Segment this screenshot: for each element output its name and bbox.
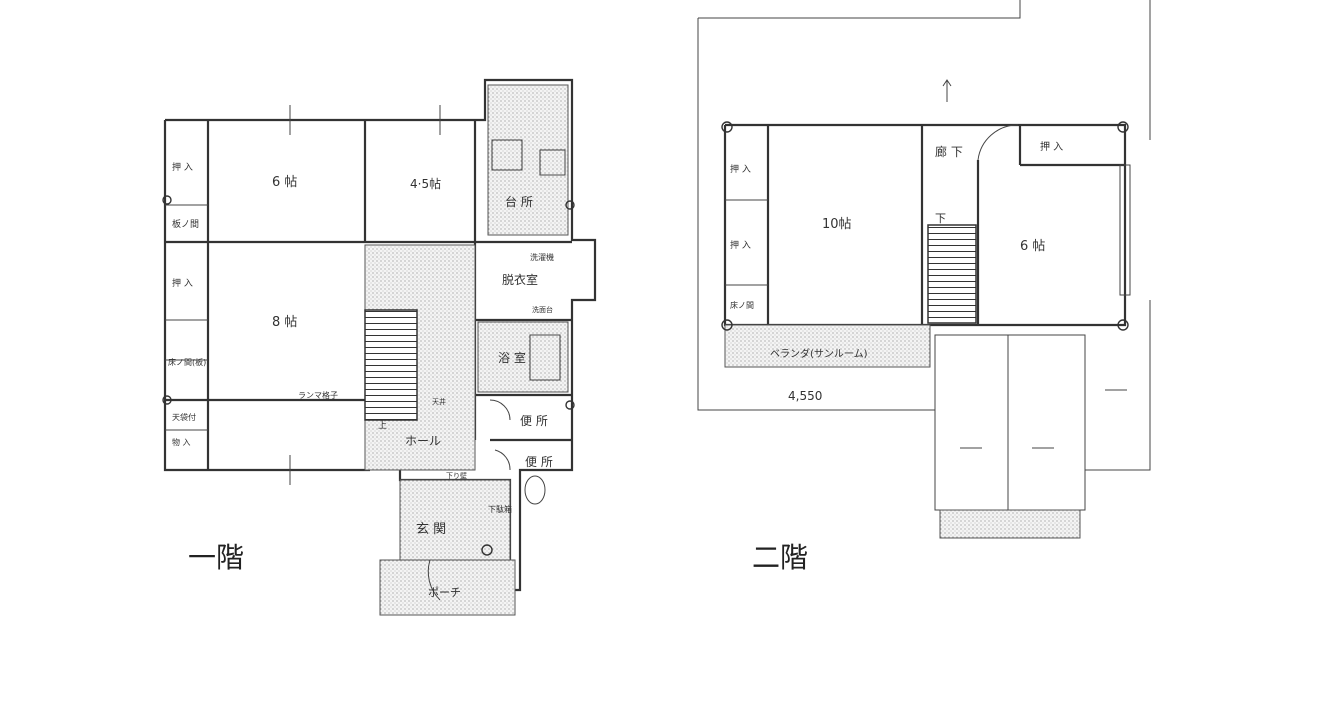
floor2-plan xyxy=(697,0,1151,539)
f2-dimension: 4,550 xyxy=(788,389,822,403)
f2-stairs-down: 下 xyxy=(935,212,946,225)
f2-closet-3: 押 入 xyxy=(730,239,751,251)
f1-storage: 物 入 xyxy=(172,437,191,447)
f1-washer: 洗濯機 xyxy=(530,252,554,262)
f2-closet-2: 押 入 xyxy=(730,163,751,175)
f1-entrance: 玄 関 xyxy=(416,522,446,537)
f2-tokonoma: 床ノ間 xyxy=(730,300,754,310)
f1-hanging-wall: 下り壁 xyxy=(446,471,467,480)
f2-closet-1: 押 入 xyxy=(1040,140,1063,153)
f1-ceiling: 天井 xyxy=(432,397,446,406)
f1-itanoma: 板ノ間 xyxy=(172,218,199,230)
f1-kitchen: 台 所 xyxy=(505,194,533,209)
f2-room-10jo: 10帖 xyxy=(822,217,852,232)
f2-corridor: 廊 下 xyxy=(935,144,963,159)
f1-stairs-up: 上 xyxy=(378,420,387,431)
f1-ramma-lattice: ランマ格子 xyxy=(298,390,338,400)
f1-bath: 浴 室 xyxy=(498,350,526,365)
f1-tokonoma: 床ノ間(板) xyxy=(168,357,206,367)
f1-closet-2: 押 入 xyxy=(172,277,193,289)
f2-room-6jo: 6 帖 xyxy=(1020,239,1045,254)
f1-dressing-room: 脱衣室 xyxy=(502,272,538,287)
f1-porch: ポーチ xyxy=(428,586,461,599)
f1-shoe-cabinet: 下駄箱 xyxy=(488,504,512,514)
f1-toilet-1: 便 所 xyxy=(520,414,548,428)
f1-tenbukuro: 天袋付 xyxy=(172,412,196,422)
f1-toilet-2: 便 所 xyxy=(525,455,553,469)
f1-washbasin: 洗面台 xyxy=(532,305,553,314)
floor2-label: 二階 xyxy=(752,541,809,574)
f1-room-6jo: 6 帖 xyxy=(272,175,297,190)
f1-closet-1: 押 入 xyxy=(172,161,193,173)
f1-room-45jo: 4·5帖 xyxy=(410,176,441,191)
floor1-label: 一階 xyxy=(188,541,245,574)
floor1-plan xyxy=(162,78,597,616)
f1-hall: ホール xyxy=(405,434,441,448)
f2-veranda: ベランダ(サンルーム) xyxy=(770,347,868,360)
f1-room-8jo: 8 帖 xyxy=(272,315,297,330)
